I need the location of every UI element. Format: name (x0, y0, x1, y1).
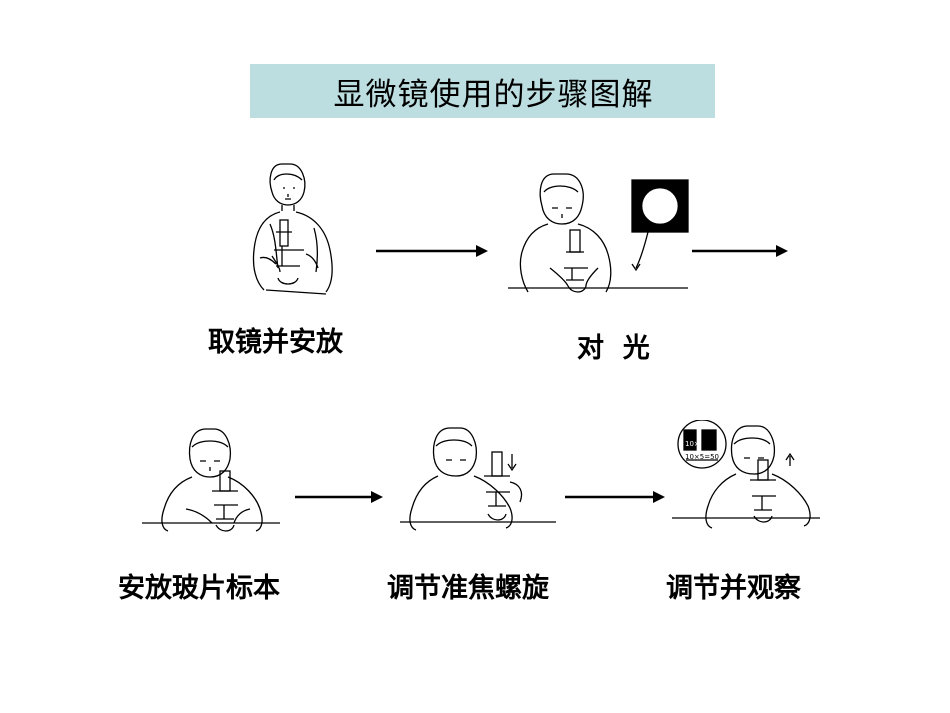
page-title: 显微镜使用的步骤图解 (333, 76, 654, 113)
step-3-label: 安放玻片标本 (118, 573, 280, 604)
step-3-illustration (142, 428, 280, 532)
step-2-label: 对 光 (577, 333, 650, 364)
arrow-2 (692, 245, 788, 257)
arrow-3 (295, 491, 383, 503)
arrow-4 (565, 491, 665, 503)
step-4-label: 调节准焦螺旋 (387, 573, 549, 604)
objective-label: 10×5=50 (685, 453, 719, 461)
step-5-label: 调节并观察 (666, 573, 801, 604)
step-4-illustration (400, 427, 556, 531)
arrow-1 (376, 245, 488, 257)
step-1-label: 取镜并安放 (208, 327, 343, 358)
eyepiece-label: 10× (685, 440, 700, 448)
inset-labels: 10× 10×5=50 (685, 440, 719, 461)
step-2-illustration (508, 173, 689, 293)
title-banner: 显微镜使用的步骤图解 (250, 64, 715, 118)
step-5-illustration (672, 420, 820, 529)
step-1-illustration (252, 163, 333, 295)
